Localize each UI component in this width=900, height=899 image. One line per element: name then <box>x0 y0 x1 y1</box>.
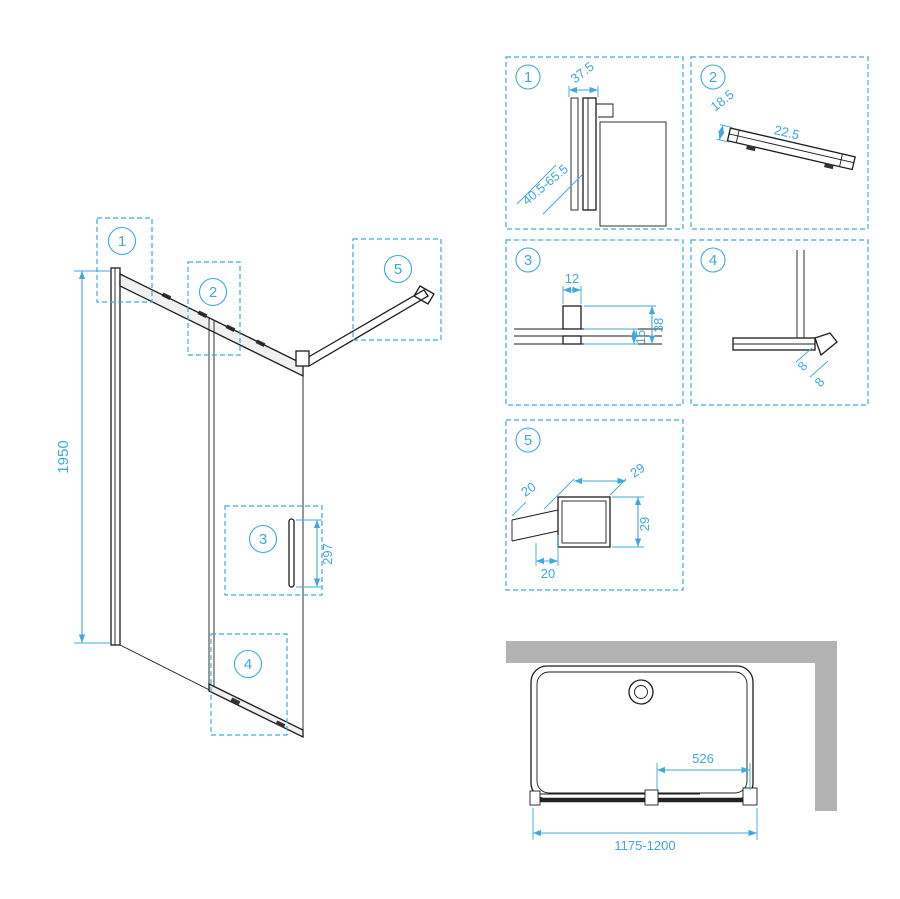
detail-1-number: 1 <box>524 69 532 86</box>
top-view: 526 1175-1200 <box>506 641 837 853</box>
callout-1-label: 1 <box>118 233 126 250</box>
callout-4: 4 <box>210 633 288 736</box>
wall-right <box>815 641 837 811</box>
detail-2-number: 2 <box>709 69 717 86</box>
stabilizer-bar <box>295 285 435 367</box>
screen-plan <box>529 787 758 806</box>
handle-dimension: 297 <box>296 519 335 588</box>
detail-box-1: 1 37.5 40.5-65.5 <box>505 56 684 230</box>
callout-5: 5 <box>352 238 442 341</box>
dim-20-bottom-label: 20 <box>541 566 555 581</box>
detail-box-5: 5 29 20 29 20 <box>505 419 684 591</box>
detail-box-2: 2 22.5 18.5 <box>690 56 869 230</box>
dim-20-left-label: 20 <box>518 479 538 500</box>
callout-3: 3 <box>224 505 323 596</box>
dim-8b-label: 8 <box>811 375 827 390</box>
dim-1950-label: 1950 <box>55 440 72 473</box>
detail-1-drawing <box>570 97 667 227</box>
detail-box-3: 3 12 15 38 <box>505 239 684 406</box>
callout-4-label: 4 <box>244 656 252 673</box>
drain <box>628 679 654 705</box>
dim-38-label: 38 <box>651 318 666 332</box>
dim-12-label: 12 <box>565 271 579 286</box>
detail-4-dims: 8 8 <box>794 347 829 390</box>
detail-4-number: 4 <box>709 252 717 269</box>
dim-37.5-label: 37.5 <box>568 59 597 86</box>
detail-5-drawing <box>511 496 611 548</box>
dim-297-label: 297 <box>320 543 335 565</box>
wall-profile <box>110 267 121 646</box>
callout-2-label: 2 <box>209 284 217 301</box>
detail-2-drawing: 22.5 <box>716 122 856 171</box>
dim-22.5-label: 22.5 <box>773 122 801 142</box>
door-handle <box>288 518 295 588</box>
callout-5-label: 5 <box>394 261 402 278</box>
sliding-door <box>208 318 304 739</box>
dim-18.5-label: 18.5 <box>708 87 737 114</box>
detail-4-drawing <box>732 250 838 357</box>
dim-526-label: 526 <box>692 751 714 766</box>
main-view: 1950 297 <box>55 217 442 739</box>
dim-29-top-label: 29 <box>627 460 647 481</box>
detail-3-dims: 12 15 38 <box>562 271 666 345</box>
callout-1: 1 <box>96 217 153 303</box>
detail-3-number: 3 <box>524 252 532 269</box>
dim-range-label: 40.5-65.5 <box>519 161 571 208</box>
dim-29-right-label: 29 <box>637 517 652 531</box>
dim-1175-1200-label: 1175-1200 <box>614 838 675 853</box>
wall-top <box>506 641 837 663</box>
detail-5-number: 5 <box>524 432 532 449</box>
dim-8a-label: 8 <box>794 359 810 374</box>
callout-2: 2 <box>187 261 241 356</box>
detail-box-4: 4 8 8 <box>690 239 869 406</box>
plan-dims: 526 1175-1200 <box>532 751 758 853</box>
dim-15-label: 15 <box>633 330 648 344</box>
callout-3-label: 3 <box>259 531 267 548</box>
detail-5-dims: 29 20 29 20 <box>511 460 652 581</box>
bottom-rail <box>208 682 304 739</box>
height-dimension: 1950 <box>55 270 110 644</box>
